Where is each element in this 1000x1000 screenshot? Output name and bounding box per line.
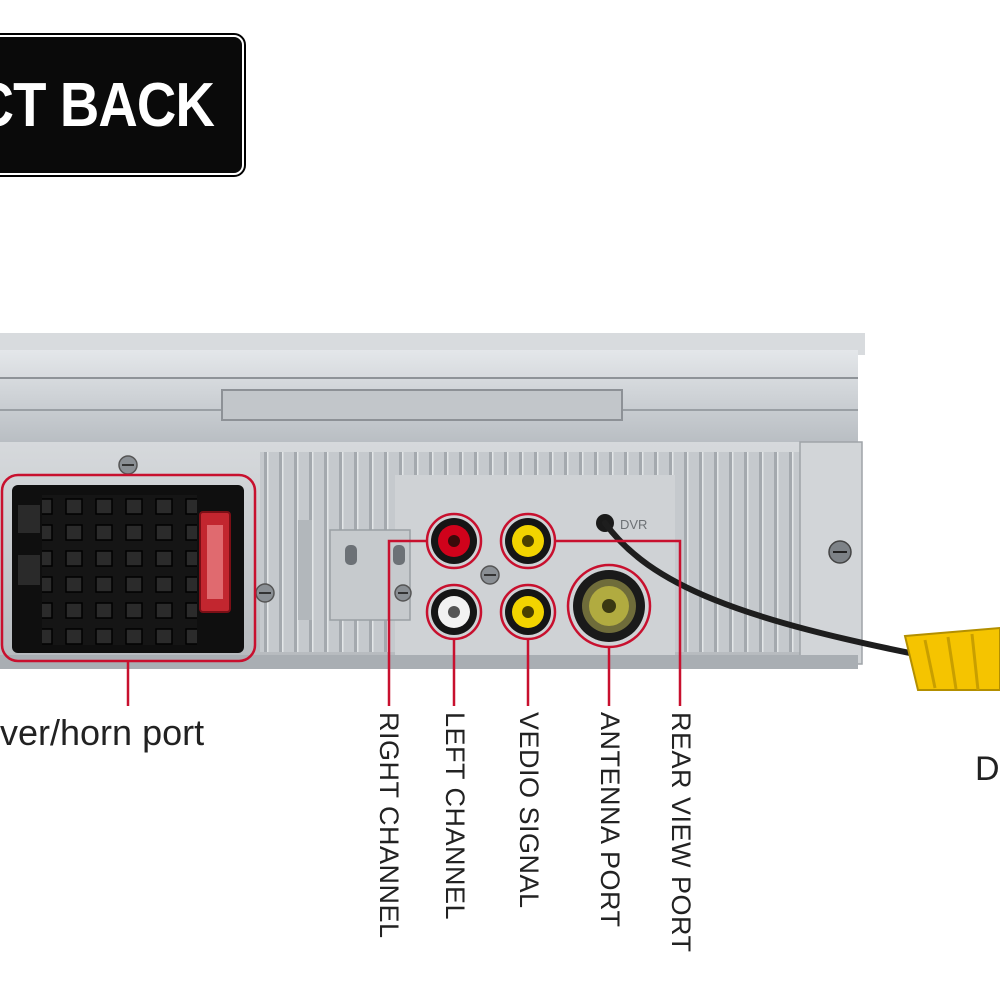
screw-icon bbox=[255, 583, 275, 603]
rca-video-jack bbox=[505, 518, 551, 564]
screw-icon bbox=[828, 540, 852, 564]
rca-left-channel-jack bbox=[431, 589, 477, 635]
rca-video-jack-2 bbox=[505, 589, 551, 635]
screws bbox=[118, 455, 852, 603]
title-text: CT BACK bbox=[0, 70, 215, 140]
panel-dvr-text: DVR bbox=[620, 517, 647, 532]
callout-right-line bbox=[387, 539, 427, 706]
label-antenna-port: ANTENNA PORT bbox=[595, 712, 625, 928]
chassis-top-lip bbox=[0, 333, 865, 355]
chassis-bottom-edge bbox=[0, 655, 858, 669]
antenna-port-jack bbox=[573, 570, 645, 642]
screw-icon bbox=[394, 584, 412, 602]
callout-rear-view-line bbox=[555, 539, 682, 706]
power-horn-connector bbox=[12, 485, 244, 653]
title-banner: CT BACK bbox=[0, 33, 246, 177]
dvr-cable bbox=[602, 520, 1000, 691]
screw-icon bbox=[480, 565, 500, 585]
rca-right-channel-jack bbox=[431, 518, 477, 564]
label-power-horn-port: ver/horn port bbox=[0, 712, 205, 753]
label-partial-d: D bbox=[975, 750, 1000, 788]
label-rear-view-port: REAR VIEW PORT bbox=[666, 712, 696, 953]
screw-icon bbox=[118, 455, 138, 475]
chassis-label-plate bbox=[221, 389, 623, 421]
callouts bbox=[0, 473, 682, 706]
label-right-channel: RIGHT CHANNEL bbox=[374, 712, 404, 939]
label-vedio-signal: VEDIO SIGNAL bbox=[514, 712, 544, 909]
label-left-channel: LEFT CHANNEL bbox=[440, 712, 470, 921]
